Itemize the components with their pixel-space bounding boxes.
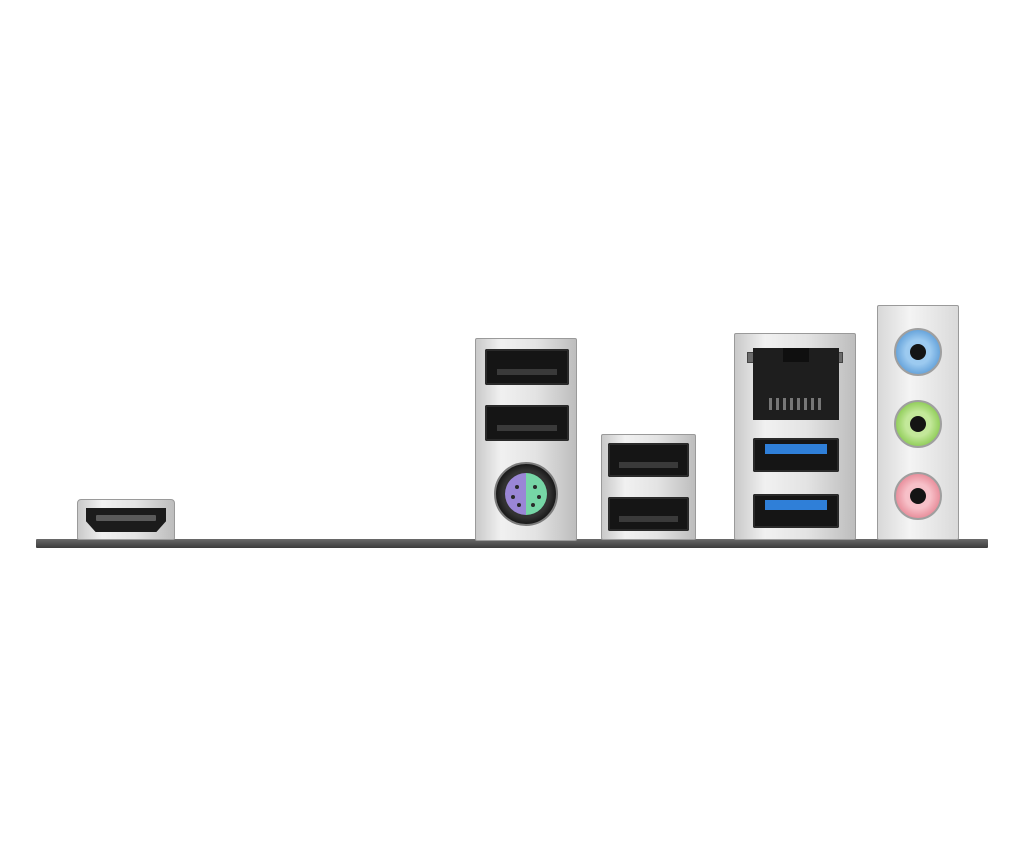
usb3-port-icon: [753, 438, 839, 472]
ps2-pin: [511, 495, 515, 499]
ps2-pin: [531, 503, 535, 507]
usb3-port-tongue: [765, 500, 827, 510]
usb-port-tongue: [619, 461, 678, 468]
usb-pair-stack: [601, 434, 696, 540]
ethernet-port-icon: [753, 348, 839, 420]
motherboard-edge: [36, 539, 988, 548]
audio-jack-icon: [894, 472, 942, 520]
hdmi-port-icon: [77, 499, 175, 540]
usb-port-tongue: [496, 424, 558, 432]
usb-port-icon: [485, 405, 569, 441]
usb-port-icon: [485, 349, 569, 385]
ps2-pin: [515, 485, 519, 489]
ps2-port-core: [505, 473, 547, 515]
usb-port-icon: [608, 443, 689, 477]
usb3-port-tongue: [765, 444, 827, 454]
ps2-pin: [533, 485, 537, 489]
usb-port-icon: [608, 497, 689, 531]
ps2-port-icon: [494, 462, 558, 526]
audio-jack-hole: [910, 488, 926, 504]
ps2-pin: [537, 495, 541, 499]
ethernet-port-pins: [769, 398, 823, 410]
audio-jack-hole: [910, 344, 926, 360]
audio-stack: [877, 305, 959, 540]
hdmi-port-tongue: [96, 515, 156, 521]
audio-jack-hole: [910, 416, 926, 432]
ethernet-port-notch: [783, 348, 809, 362]
usb-port-tongue: [496, 368, 558, 376]
audio-jack-icon: [894, 400, 942, 448]
audio-jack-icon: [894, 328, 942, 376]
lan-usb3-stack: [734, 333, 856, 540]
usb-port-tongue: [619, 515, 678, 522]
usb-ps2-stack: [475, 338, 577, 541]
ps2-pin: [517, 503, 521, 507]
usb3-port-icon: [753, 494, 839, 528]
